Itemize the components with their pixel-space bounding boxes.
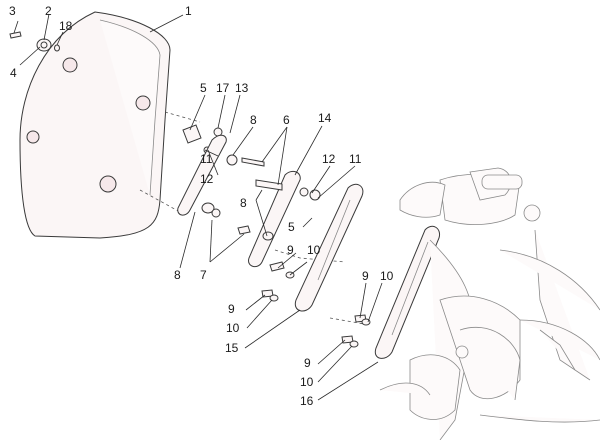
- windshield: [19, 11, 171, 239]
- windshield-hole: [26, 130, 40, 144]
- callout-9: 9: [304, 356, 311, 370]
- callout-3: 3: [9, 4, 16, 18]
- windshield-hole: [99, 175, 117, 193]
- callout-11: 11: [200, 152, 213, 166]
- callout-9: 9: [362, 269, 369, 283]
- bracket-16: [341, 225, 441, 359]
- leader-lines: [13, 13, 383, 401]
- screw-washer-set: [9, 31, 60, 52]
- callout-1: 1: [185, 4, 192, 18]
- windshield-hole: [135, 95, 151, 111]
- left-bracket-assembly: [177, 124, 265, 235]
- callout-15: 15: [225, 341, 239, 355]
- callout-18: 18: [59, 19, 73, 33]
- callout-8: 8: [240, 196, 247, 210]
- callout-10: 10: [226, 321, 240, 335]
- callout-4: 4: [10, 66, 17, 80]
- callout-13: 13: [235, 81, 249, 95]
- callout-8: 8: [174, 268, 181, 282]
- callout-10: 10: [300, 375, 314, 389]
- middle-arm: [248, 170, 301, 279]
- callout-12: 12: [322, 152, 336, 166]
- callout-12: 12: [200, 172, 214, 186]
- windshield-hole: [62, 57, 78, 73]
- motorcycle-front-outline: [379, 167, 600, 440]
- callout-11: 11: [349, 152, 362, 166]
- callout-10: 10: [307, 243, 321, 257]
- callout-14: 14: [318, 111, 332, 125]
- callout-8: 8: [250, 113, 257, 127]
- callout-5: 5: [288, 220, 295, 234]
- callout-labels: 3 2 18 4 1 5 17 13 8 6 14 11 12 12 11 8 …: [9, 4, 394, 408]
- callout-9: 9: [228, 302, 235, 316]
- callout-2: 2: [45, 4, 52, 18]
- callout-9: 9: [287, 243, 294, 257]
- callout-17: 17: [216, 81, 230, 95]
- callout-6: 6: [283, 113, 290, 127]
- callout-5: 5: [200, 81, 207, 95]
- callout-16: 16: [300, 394, 314, 408]
- callout-7: 7: [200, 268, 207, 282]
- callout-10: 10: [380, 269, 394, 283]
